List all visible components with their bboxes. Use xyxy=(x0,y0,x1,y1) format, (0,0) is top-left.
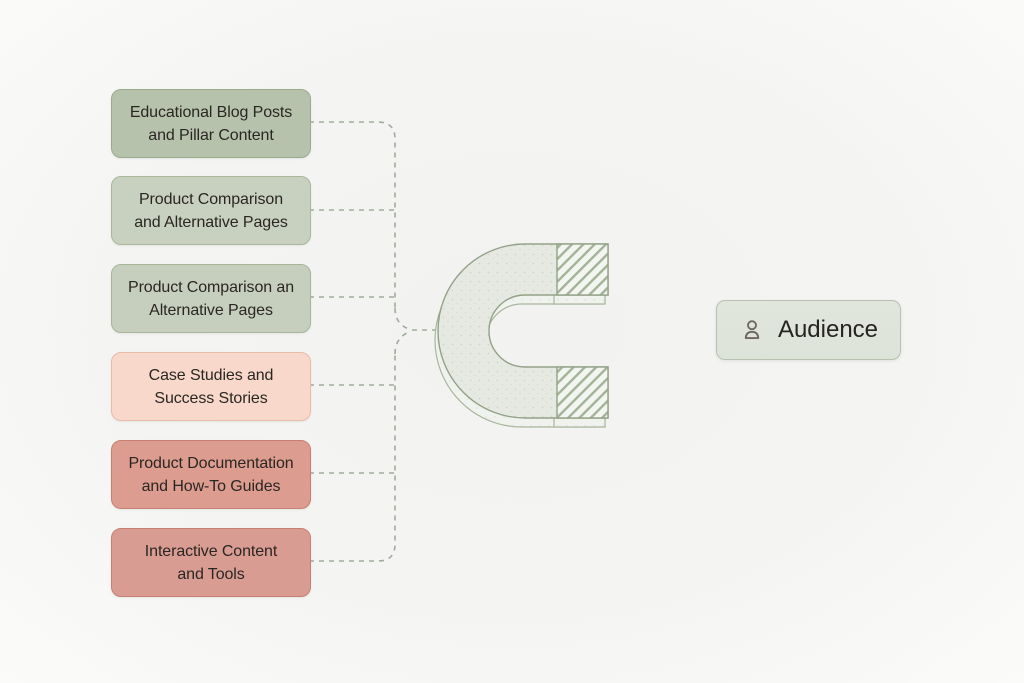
funnel-box-product-comparison: Product Comparison and Alternative Pages xyxy=(111,176,311,245)
connector-lines xyxy=(309,121,436,562)
connector-line-6 xyxy=(309,354,396,562)
funnel-box-educational-blog-posts: Educational Blog Posts and Pillar Conten… xyxy=(111,89,311,158)
connector-merge-bottom xyxy=(394,331,410,355)
funnel-box-label: Alternative Pages xyxy=(149,301,273,319)
funnel-box-label: and Tools xyxy=(177,565,245,583)
funnel-box-label: and How-To Guides xyxy=(141,477,281,495)
funnel-box-label: and Alternative Pages xyxy=(134,213,288,231)
audience-label: Audience xyxy=(777,316,879,343)
funnel-box-product-documentation: Product Documentation and How-To Guides xyxy=(111,440,311,509)
funnel-box-label: Success Stories xyxy=(154,389,268,407)
funnel-box-label: Product Comparison xyxy=(138,190,284,208)
connector-line-1 xyxy=(309,121,396,308)
person-icon xyxy=(739,317,765,343)
funnel-box-case-studies: Case Studies and Success Stories xyxy=(111,352,311,421)
magnet-pole-top xyxy=(556,243,609,296)
funnel-box-label: Product Comparison an xyxy=(128,278,294,296)
funnel-box-interactive-content: Interactive Content and Tools xyxy=(111,528,311,597)
funnel-box-label: Interactive Content xyxy=(144,542,278,560)
funnel-box-label: and Pillar Content xyxy=(148,126,274,144)
audience-box: Audience xyxy=(716,300,901,360)
horseshoe-magnet-icon xyxy=(434,243,609,428)
funnel-box-label: Educational Blog Posts xyxy=(129,103,293,121)
connector-merge-top xyxy=(394,307,410,330)
funnel-box-label: Product Documentation xyxy=(128,454,294,472)
funnel-box-product-comparison-2: Product Comparison an Alternative Pages xyxy=(111,264,311,333)
magnet-pole-bottom xyxy=(556,366,609,419)
funnel-box-label: Case Studies and xyxy=(148,366,274,384)
